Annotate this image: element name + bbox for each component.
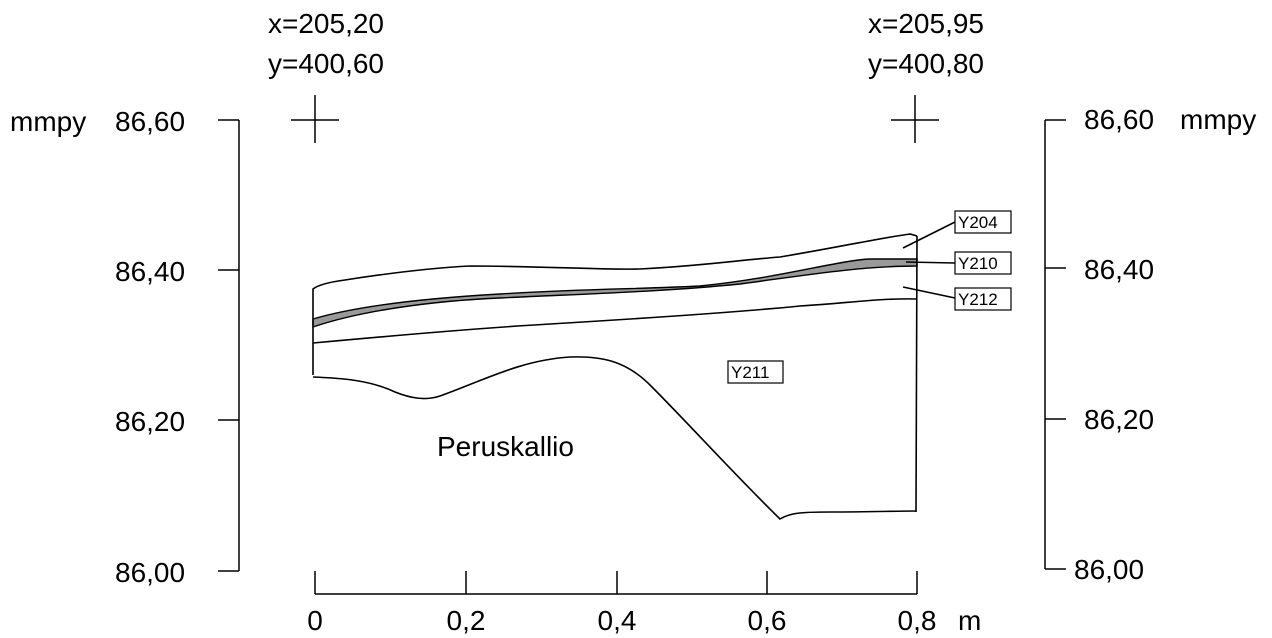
layer-label-y210-text: Y210 xyxy=(958,254,998,273)
callout-y210-line xyxy=(905,261,956,264)
distance-tick-label: 0,4 xyxy=(598,605,637,636)
layer-label-y212-text: Y212 xyxy=(958,290,998,309)
left-axis-unit: mmpy xyxy=(10,106,86,137)
coord-left-y: y=400,60 xyxy=(268,48,384,79)
right-tick-label: 86,40 xyxy=(1084,254,1154,285)
bedrock-label: Peruskallio xyxy=(437,431,574,462)
distance-tick-label: 0,8 xyxy=(898,605,937,636)
section-right-edge xyxy=(915,235,918,513)
callout-y212-line xyxy=(902,286,956,299)
layer-label-y211: Y211 xyxy=(727,360,784,384)
distance-tick-label: 0,6 xyxy=(748,605,787,636)
left-tick-label: 86,00 xyxy=(115,557,185,588)
layer-label-y204-text: Y204 xyxy=(958,213,998,232)
layer-y212-base xyxy=(312,298,918,344)
reference-cross-left xyxy=(291,95,339,143)
coord-right-y: y=400,80 xyxy=(868,48,984,79)
distance-axis xyxy=(314,571,918,595)
reference-cross-right xyxy=(891,95,939,143)
right-axis-unit: mmpy xyxy=(1180,104,1256,135)
coord-left-x: x=205,20 xyxy=(268,8,384,39)
layer-y204-top xyxy=(312,233,918,375)
distance-tick-label: 0 xyxy=(307,605,323,636)
layer-label-y211-text: Y211 xyxy=(731,363,769,382)
right-tick-label: 86,00 xyxy=(1074,554,1144,585)
distance-tick-label: 0,2 xyxy=(447,605,486,636)
left-tick-label: 86,40 xyxy=(115,256,185,287)
distance-unit: m xyxy=(958,605,981,636)
layer-label-y212: Y212 xyxy=(954,287,1012,311)
right-tick-label: 86,60 xyxy=(1084,104,1154,135)
coord-right-x: x=205,95 xyxy=(868,8,984,39)
soil-profile xyxy=(312,221,956,521)
callout-y204-line xyxy=(902,221,956,249)
right-elevation-axis xyxy=(1044,119,1066,570)
right-tick-label: 86,20 xyxy=(1084,404,1154,435)
layer-label-y204: Y204 xyxy=(954,210,1012,234)
left-elevation-axis xyxy=(218,119,240,572)
bedrock-surface xyxy=(312,356,917,521)
left-tick-label: 86,60 xyxy=(115,106,185,137)
left-tick-label: 86,20 xyxy=(115,406,185,437)
layer-label-y210: Y210 xyxy=(954,251,1012,275)
